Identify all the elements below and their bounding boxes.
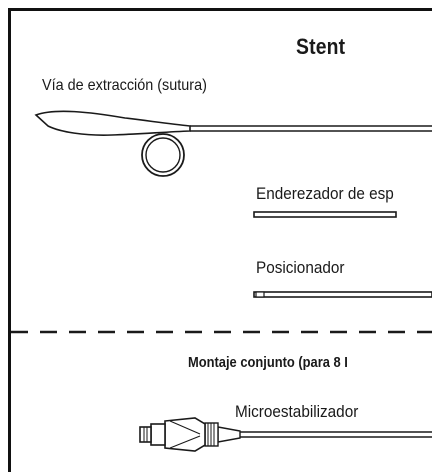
positioner-illustration bbox=[253, 291, 432, 298]
microstabilizer-illustration bbox=[139, 417, 432, 452]
suture-tail bbox=[34, 110, 191, 136]
stent-illustration bbox=[34, 110, 432, 177]
stent-coil-inner bbox=[145, 137, 181, 173]
diagram-title: Stent bbox=[296, 34, 346, 59]
microstabilizer-label: Microestabilizador bbox=[235, 402, 359, 421]
assembly-label: Montaje conjunto (para 8 I bbox=[188, 354, 348, 371]
straightener-illustration bbox=[253, 211, 397, 218]
straightener-label: Enderezador de esp bbox=[256, 184, 394, 203]
suture-label: Vía de extracción (sutura) bbox=[42, 77, 207, 94]
frame-left-border bbox=[8, 8, 11, 472]
frame-top-border bbox=[8, 8, 432, 11]
positioner-label: Posicionador bbox=[256, 258, 345, 277]
stent-coil-outer bbox=[141, 133, 185, 177]
